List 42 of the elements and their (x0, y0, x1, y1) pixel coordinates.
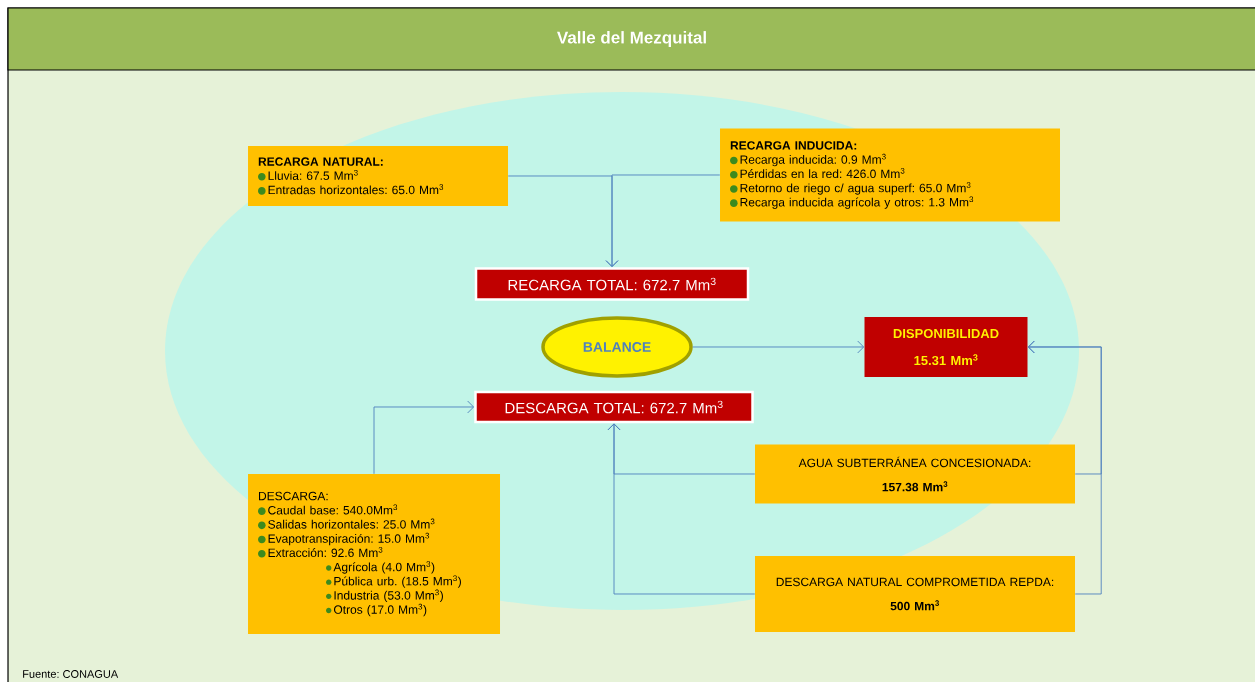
list-item: Retorno de riego c/ agua superf: 65.0 Mm$^{3}$ (740, 182, 971, 195)
list-item: Industria (53.0 Mm$^{3}$) (334, 589, 443, 602)
box-text: 15.31 Mm$^{3}$ (914, 354, 978, 366)
box-heading: RECARGA INDUCIDA: (730, 141, 857, 150)
info-box (248, 146, 508, 206)
box-heading: RECARGA NATURAL: (258, 157, 383, 166)
value-text: 157.38 Mm$^{3}$ (882, 481, 948, 492)
list-item: Otros (17.0 Mm$^{3}$) (333, 603, 427, 617)
box-text: AGUA SUBTERRÁNEA CONCESIONADA: (798, 456, 1031, 468)
list-item: Evapotranspiración: 15.0 Mm$^{3}$ (268, 532, 430, 546)
arrow (605, 174, 721, 268)
list-item: Agrícola (4.0 Mm$^{3}$) (333, 561, 435, 574)
info-box (755, 444, 1075, 504)
arrow (692, 340, 865, 354)
list-item: Extracción: 92.6 Mm$^{3}$ (268, 547, 383, 558)
box-text: DESCARGA NATURAL COMPROMETIDA REPDA: (776, 577, 1054, 587)
header-band: Valle del Mezquital (7, 7, 1255, 71)
list-item: Pública urb. (18.5 Mm$^{3}$) (334, 575, 461, 588)
list-item: Salidas horizontales: 25.0 Mm$^{3}$ (268, 518, 435, 529)
box-text: DISPONIBILIDAD (893, 328, 999, 339)
list-item: Lluvia: 67.5 Mm$^{3}$ (268, 169, 358, 180)
box-heading: DESCARGA: (259, 491, 328, 501)
box-text: DESCARGA TOTAL: 672.7 Mm$^{3}$ (505, 400, 723, 414)
total-box (474, 267, 750, 301)
list-item: Recarga inducida: 0.9 Mm$^{3}$ (740, 153, 886, 167)
list-item: Entradas horizontales: 65.0 Mm$^{3}$ (268, 184, 444, 195)
arrow (373, 400, 475, 475)
result-box (864, 317, 1028, 377)
source-note: Fuente: CONAGUA (23, 670, 119, 678)
arrow (607, 423, 756, 595)
total-box (474, 390, 754, 424)
info-box (755, 556, 1075, 632)
arrow (1027, 340, 1102, 595)
list-item: Pérdidas en la red: 426.0 Mm$^{3}$ (740, 168, 905, 179)
info-box (720, 128, 1060, 222)
info-box (248, 474, 500, 634)
value-text: 500 Mm$^{3}$ (890, 600, 940, 611)
balance-ellipse (541, 316, 693, 378)
box-text: RECARGA TOTAL: 672.7 Mm$^{3}$ (508, 277, 716, 291)
list-item: Caudal base: 540.0Mm$^{3}$ (268, 504, 398, 515)
box-text: BALANCE (583, 342, 651, 352)
list-item: Recarga inducida agrícola y otros: 1.3 Mm$^{3}$ (740, 196, 974, 209)
